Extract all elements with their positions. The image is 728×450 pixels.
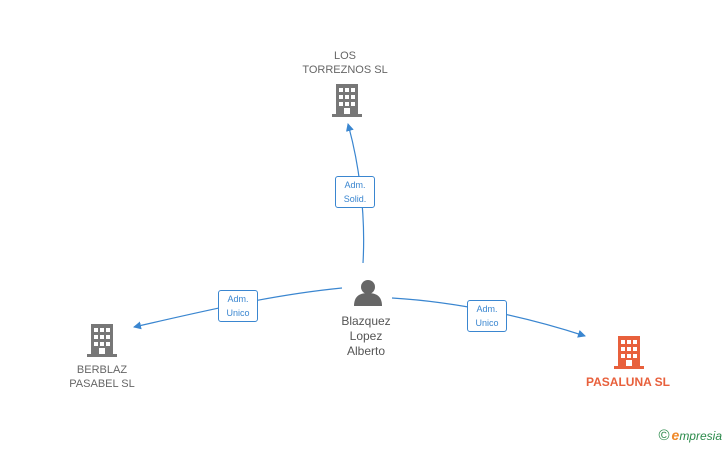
edge-label-pasaluna: Adm. Unico [467, 300, 507, 332]
company-label-berblaz[interactable]: BERBLAZ PASABEL SL [69, 364, 135, 390]
person-icon[interactable] [354, 280, 382, 306]
brand-name: mpresia [679, 429, 722, 443]
copyright-icon: © [658, 427, 670, 444]
company-label-pasaluna[interactable]: PASALUNA SL [586, 375, 670, 389]
edge-label-berblaz: Adm. Unico [218, 290, 258, 322]
building-icon-berblaz[interactable] [87, 324, 117, 357]
edge-label-torreznos: Adm. Solid. [335, 176, 375, 208]
empresia-logo[interactable]: ©empresia [658, 427, 722, 444]
person-label[interactable]: Blazquez Lopez Alberto [341, 314, 391, 358]
company-label-torreznos[interactable]: LOS TORREZNOS SL [302, 50, 388, 76]
brand-initial: e [671, 427, 680, 443]
building-icon-pasaluna[interactable] [614, 336, 644, 369]
building-icon-torreznos[interactable] [332, 84, 362, 117]
